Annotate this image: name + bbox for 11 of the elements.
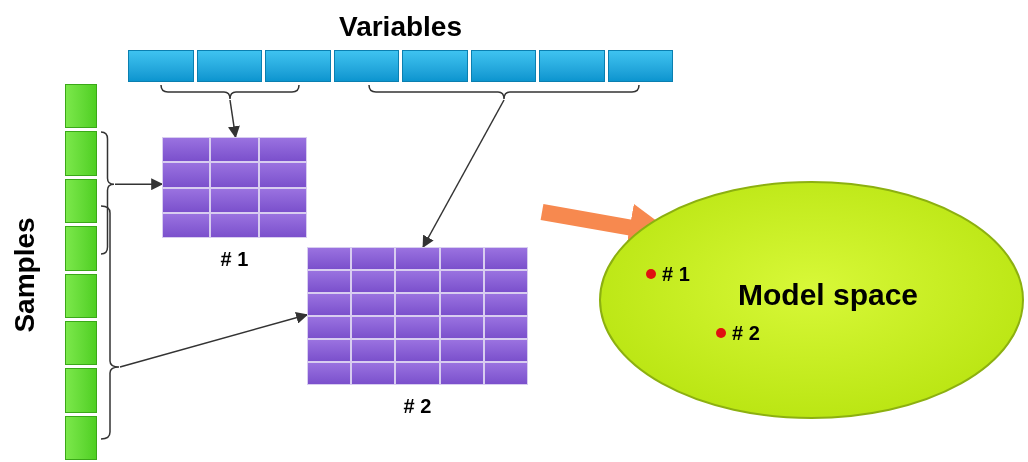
axis-title: Variables — [338, 10, 463, 44]
arrow — [228, 99, 240, 139]
arrow — [114, 178, 164, 191]
matrix-label: # 2 — [402, 394, 433, 419]
matrix-label: # 1 — [219, 247, 250, 272]
arrow — [119, 311, 309, 368]
axis-title: Samples — [8, 216, 41, 335]
ellipse-title: Model space — [738, 277, 919, 313]
point-label: # 1 — [662, 262, 690, 287]
arrow — [422, 99, 505, 249]
point-label: # 2 — [732, 321, 760, 346]
